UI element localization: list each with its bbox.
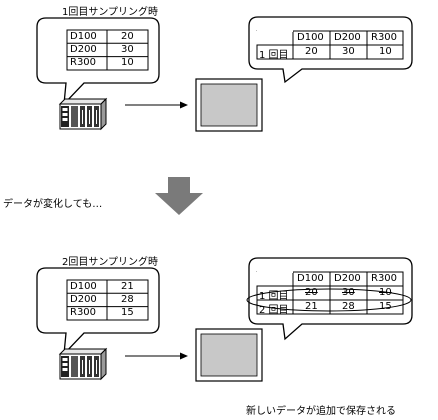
saved-table-header: D200: [334, 32, 361, 43]
saved-table-cell: 28: [342, 301, 355, 312]
device-table-2: [66, 279, 149, 321]
device-name-cell: R300: [70, 57, 97, 68]
saved-table-cell: 10: [379, 46, 392, 57]
down-arrow-icon: [155, 177, 203, 215]
saved-table-cell: 20: [305, 287, 318, 298]
saved-table-cell: 30: [342, 287, 355, 298]
scenario2-title: 2回目サンプリング時: [62, 257, 159, 268]
middle-caption: データが変化しても…: [3, 199, 103, 210]
transfer-arrow-2: [125, 352, 188, 360]
device-value-cell: 10: [121, 57, 134, 68]
saved-table-header: R300: [371, 32, 398, 43]
device-value-cell: 15: [121, 307, 134, 318]
device-name-cell: R300: [70, 307, 97, 318]
transfer-arrow-1: [125, 101, 188, 109]
saved-table-1: [256, 30, 404, 60]
device-value-cell: 20: [121, 31, 134, 42]
device-name-cell: D200: [70, 294, 97, 305]
device-value-cell: 28: [121, 294, 134, 305]
saved-table-header: D100: [297, 273, 324, 284]
saved-table-cell: 21: [305, 301, 318, 312]
scenario1-title: 1回目サンプリング時: [62, 7, 159, 18]
display-icon-2: [195, 328, 263, 382]
device-value-cell: 30: [121, 44, 134, 55]
saved-table-header: R300: [371, 273, 398, 284]
device-name-cell: D100: [70, 31, 97, 42]
display-icon-1: [195, 78, 263, 132]
saved-table-cell: 15: [379, 301, 392, 312]
saved-table-2: [256, 271, 404, 315]
footer-caption: 新しいデータが追加で保存される: [246, 406, 396, 417]
new-row-highlight-ellipse: [246, 288, 412, 312]
device-value-cell: 21: [121, 281, 134, 292]
saved-table-cell: 30: [342, 46, 355, 57]
saved-table-row-label: 1 回目: [259, 291, 289, 302]
plc-unit-icon-1: [58, 97, 108, 131]
device-table-1: [66, 29, 149, 71]
saved-table-cell: 20: [305, 46, 318, 57]
saved-table-row-label: 1 回目: [259, 50, 289, 61]
plc-unit-icon-2: [58, 347, 108, 381]
device-name-cell: D100: [70, 281, 97, 292]
saved-table-header: D200: [334, 273, 361, 284]
saved-table-row-label: 2 回目: [259, 305, 289, 316]
saved-table-header: D100: [297, 32, 324, 43]
saved-table-cell: 10: [379, 287, 392, 298]
device-name-cell: D200: [70, 44, 97, 55]
